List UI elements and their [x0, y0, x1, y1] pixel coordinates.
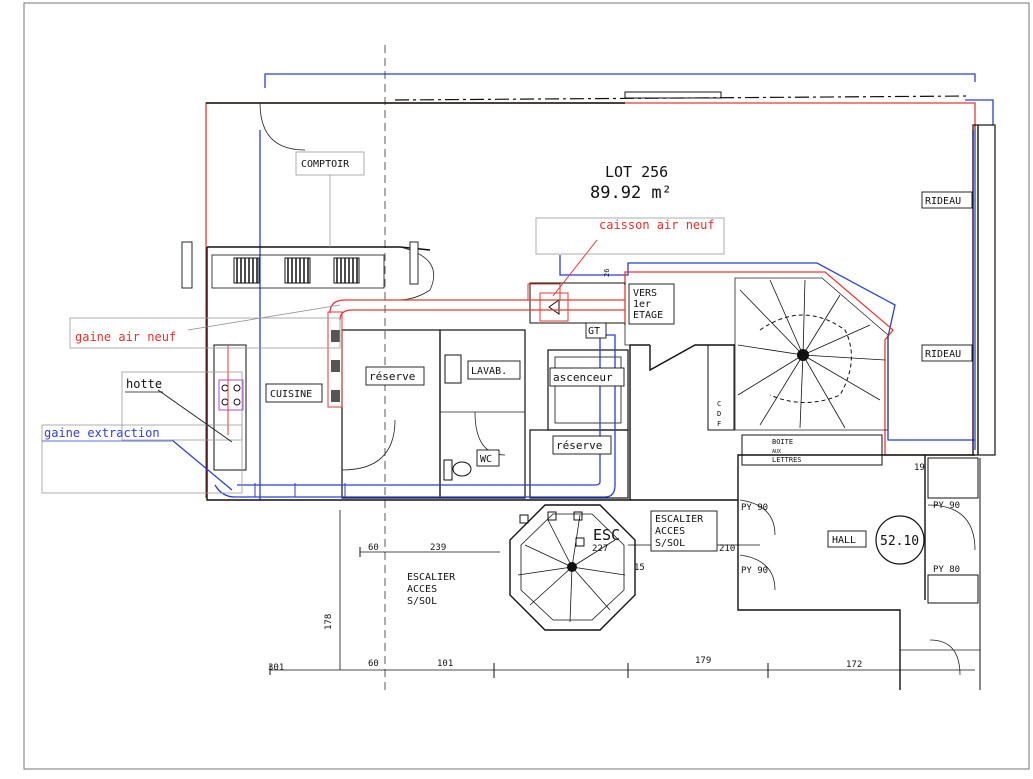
dim-101: 101 — [437, 659, 453, 669]
dim-19: 19 — [914, 463, 925, 473]
spiral-staircase-lower — [509, 504, 636, 631]
dim-py90-a: PY 90 — [741, 503, 768, 513]
spiral-staircase-upper — [624, 277, 889, 466]
escalier-right-1: ESCALIER — [655, 514, 704, 525]
cdf-3: F — [717, 420, 721, 428]
gt-box — [585, 322, 607, 339]
dim-172: 172 — [846, 660, 862, 670]
dim-239: 239 — [430, 543, 446, 553]
rideau-2-box — [921, 344, 973, 362]
vers-line-2: 1er — [633, 299, 651, 310]
room-wc: WC — [480, 454, 492, 465]
label-26: 26 — [603, 269, 611, 277]
dim-60-bottom: 60 — [368, 659, 379, 669]
escalier-left-3: S/SOL — [407, 596, 437, 607]
escalier-left-1: ESCALIER — [407, 572, 456, 583]
room-cuisine: CUISINE — [270, 389, 312, 400]
room-gt: GT — [588, 326, 600, 337]
blue-outline — [259, 73, 994, 500]
reserve-1-box — [365, 366, 425, 386]
dim-60-top: 60 — [368, 543, 379, 553]
lavabo-box — [467, 360, 521, 380]
label-gaine-air-neuf: gaine air neuf — [75, 330, 176, 344]
reserve-2-box — [552, 435, 612, 455]
room-reserve-1: réserve — [369, 370, 415, 383]
boite-line-2: AUX — [772, 449, 781, 455]
extraction-duct — [171, 334, 616, 498]
room-reserve-2: réserve — [556, 439, 602, 452]
lot-area: 89.92 m² — [590, 183, 672, 203]
page-border — [23, 2, 1030, 770]
ascenseur-box — [549, 367, 625, 387]
wc-box — [476, 449, 500, 467]
dim-179: 179 — [695, 656, 711, 666]
label-esc: ESC — [593, 526, 620, 544]
cuisine-box — [265, 383, 323, 403]
rideau-1-box — [921, 191, 973, 209]
vers-line-1: VERS — [633, 288, 657, 299]
rideau-1-label: RIDEAU — [925, 196, 961, 207]
label-hotte: hotte — [126, 377, 162, 391]
escalier-right-box — [650, 510, 718, 552]
dimension-lines — [269, 510, 975, 678]
dim-15: 15 — [634, 563, 645, 573]
hall-box — [827, 530, 867, 548]
boite-line-3: LETTRES — [772, 456, 802, 464]
room-comptoir: COMPTOIR — [301, 159, 350, 170]
dim-py80: PY 80 — [933, 565, 960, 575]
vers-line-3: ETAGE — [633, 310, 663, 321]
dim-py90-b: PY 90 — [741, 566, 768, 576]
boite-line-1: BOITE — [772, 438, 793, 446]
room-ascenseur: ascenceur — [553, 371, 613, 384]
vent-grilles — [233, 257, 360, 284]
dim-178: 178 — [324, 614, 334, 630]
label-caisson-air-neuf: caisson air neuf — [599, 218, 715, 232]
hall-walls — [630, 454, 981, 690]
escalier-left-2: ACCES — [407, 584, 437, 595]
room-hall: HALL — [832, 535, 856, 546]
dim-227: 227 — [592, 544, 608, 554]
cdf-1: C — [717, 400, 721, 408]
label-gaine-extraction: gaine extraction — [44, 426, 160, 440]
escalier-right-2: ACCES — [655, 526, 685, 537]
dim-210: 210 — [719, 544, 735, 554]
annotation-boxes — [41, 151, 725, 494]
rideau-2-label: RIDEAU — [925, 349, 961, 360]
dim-301: 301 — [268, 663, 284, 673]
escalier-right-3: S/SOL — [655, 538, 685, 549]
hall-area: 52.10 — [880, 534, 919, 549]
dim-py90-c: PY 90 — [933, 501, 960, 511]
room-lavabo: LAVAB. — [471, 366, 507, 377]
vers-box — [628, 283, 675, 325]
cdf-2: D — [717, 410, 721, 418]
lot-number: LOT 256 — [605, 163, 668, 181]
